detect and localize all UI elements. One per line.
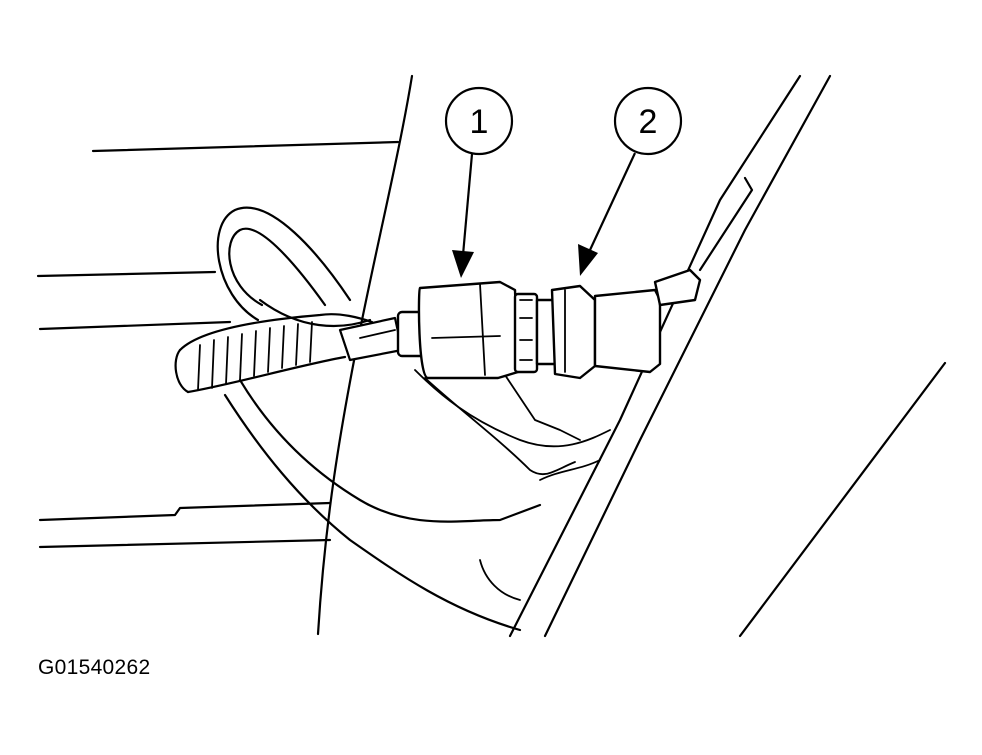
callout-2: 2 bbox=[578, 86, 683, 276]
callout-2-label: 2 bbox=[639, 103, 658, 141]
callout-2-leader bbox=[589, 152, 636, 251]
exhaust-manifold bbox=[223, 369, 611, 632]
callout-1-label: 1 bbox=[470, 103, 489, 141]
wiring-connector bbox=[396, 280, 539, 380]
figure-id: G01540262 bbox=[38, 656, 151, 679]
callout-2-arrowhead bbox=[578, 244, 598, 276]
callout-1-leader bbox=[461, 153, 474, 256]
wiring-harness bbox=[174, 206, 404, 394]
callout-1-arrowhead bbox=[452, 250, 474, 278]
callout-1-circle bbox=[444, 86, 514, 156]
callout-1: 1 bbox=[444, 86, 514, 278]
oxygen-sensor bbox=[535, 268, 702, 380]
callout-2-circle bbox=[613, 86, 683, 156]
